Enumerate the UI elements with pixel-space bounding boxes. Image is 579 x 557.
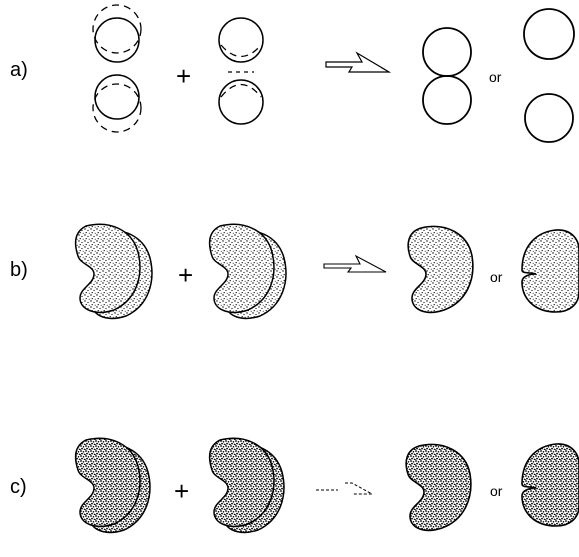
reaction-arrow-b — [323, 254, 387, 273]
circle-top — [94, 17, 140, 63]
row-b-pair-1 — [74, 223, 153, 320]
row-c-pair-1 — [74, 437, 151, 534]
circle-top — [523, 8, 575, 60]
kidney-front — [208, 437, 275, 528]
circle-top — [422, 27, 472, 77]
dashed-arc-top — [220, 44, 262, 58]
row-a-pair-2 — [218, 17, 264, 125]
row-b: b) + or — [10, 223, 579, 320]
row-c-pair-2 — [208, 437, 285, 534]
circle-bottom — [218, 79, 264, 125]
row-label-b: b) — [10, 259, 28, 281]
circle-bottom — [422, 75, 472, 125]
dashed-arc-bottom — [220, 83, 262, 98]
or-label-a: or — [489, 69, 502, 85]
row-b-result-1 — [407, 225, 474, 314]
dashed-circle-bottom — [92, 83, 142, 133]
row-a-result-2 — [523, 8, 575, 143]
or-label-b: or — [490, 269, 503, 285]
row-c-result-2 — [521, 443, 579, 527]
row-label-a: a) — [10, 59, 28, 81]
plus-sign-b: + — [178, 260, 193, 290]
dashed-circle-top — [92, 4, 142, 54]
circle-bottom — [94, 74, 140, 120]
row-b-result-2 — [521, 229, 579, 313]
reaction-arrow-c — [316, 482, 373, 495]
plus-sign-a: + — [176, 61, 191, 91]
row-label-c: c) — [10, 476, 27, 498]
circle-top — [218, 17, 264, 63]
plus-sign-c: + — [174, 476, 189, 506]
row-c-result-1 — [405, 443, 472, 532]
or-label-c: or — [490, 483, 503, 499]
kidney-front — [74, 223, 141, 314]
row-b-pair-2 — [208, 223, 287, 320]
kidney-front — [74, 437, 141, 528]
circle-bottom — [524, 93, 574, 143]
reaction-arrow-a — [325, 51, 392, 73]
kidney-front — [208, 223, 275, 314]
row-a: a) + or — [10, 4, 575, 143]
row-a-pair-1 — [92, 4, 142, 133]
row-a-result-1 — [422, 27, 472, 125]
row-c: c) + or — [10, 437, 579, 534]
